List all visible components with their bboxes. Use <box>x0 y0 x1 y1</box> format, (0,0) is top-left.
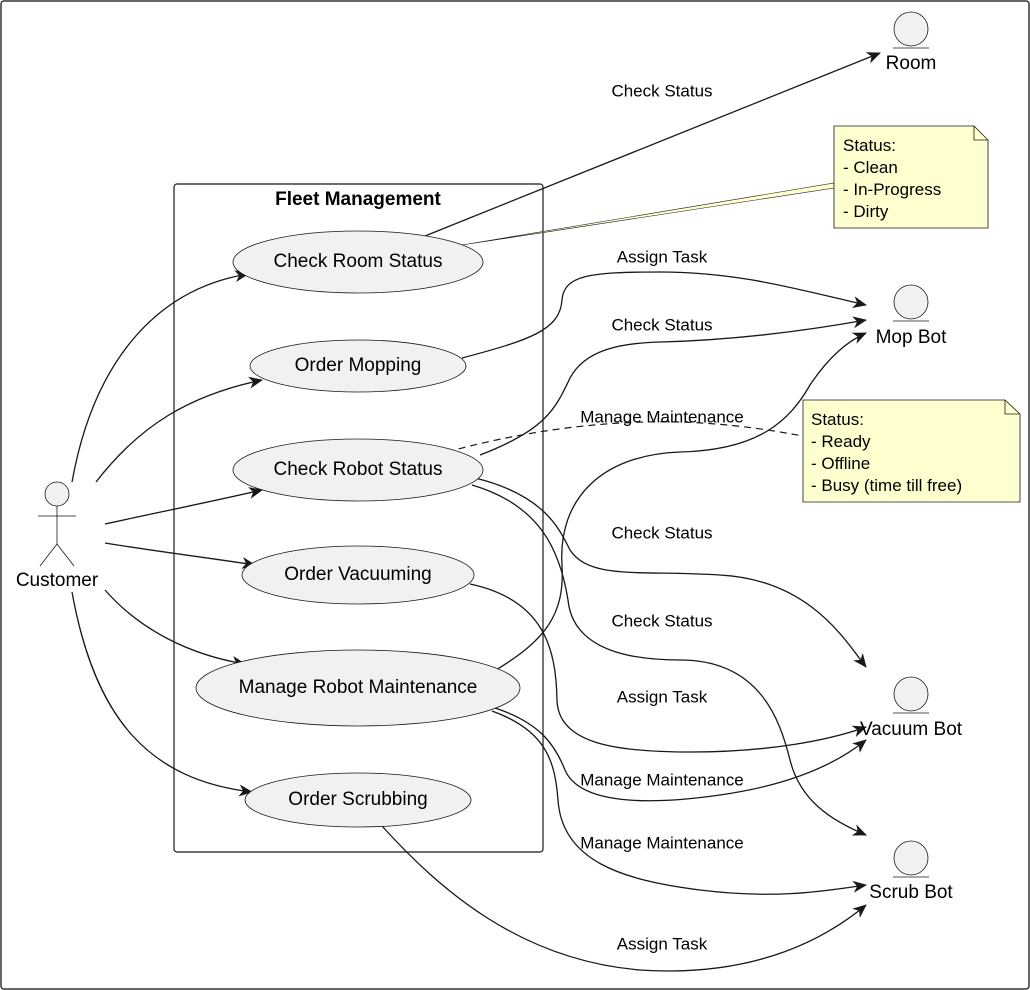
edge-customer-manage-robot-maintenance <box>104 589 246 668</box>
actor-label: Customer <box>16 570 99 591</box>
edge-order-scrubbing-scrub-bot <box>381 825 867 972</box>
actor-label: Room <box>886 53 937 74</box>
use-case-check-robot-status: Check Robot Status <box>232 438 484 502</box>
note-line: - Clean <box>843 158 898 177</box>
edge-check-robot-status-vacuum-bot <box>474 477 867 668</box>
edge-check-robot-status-scrub-bot <box>471 484 867 836</box>
use-case-order-mopping: Order Mopping <box>249 339 467 393</box>
edge-manage-maintenance-mop-bot <box>495 332 867 671</box>
label-scrub-check-status: Check Status <box>611 611 712 630</box>
actor-icon <box>893 284 929 320</box>
customer-icon <box>44 481 70 507</box>
note-robot-status: Status: - Ready - Offline - Busy (time t… <box>802 399 1021 503</box>
edge-check-room-status-room <box>419 52 881 239</box>
edge-labels: Check Status Assign Task Check Status Ma… <box>580 81 744 953</box>
label-scrub-assign-task: Assign Task <box>617 934 708 953</box>
actor-customer: Customer <box>16 481 99 591</box>
edge-customer-order-scrubbing <box>71 591 253 797</box>
edge-check-robot-status-mop-bot <box>479 316 867 456</box>
edge-customer-order-mopping <box>95 376 263 483</box>
label-mop-check-status: Check Status <box>611 315 712 334</box>
use-case-order-scrubbing: Order Scrubbing <box>244 772 472 828</box>
actor-icon <box>893 676 929 712</box>
use-case-label: Order Scrubbing <box>288 789 427 810</box>
use-case-label: Check Robot Status <box>274 459 443 480</box>
use-case-label: Manage Robot Maintenance <box>239 677 478 698</box>
label-room-check-status: Check Status <box>611 81 712 100</box>
edge-order-vacuuming-vacuum-bot <box>469 583 867 753</box>
use-case-label: Order Mopping <box>295 355 422 376</box>
note-line: Status: <box>843 136 896 155</box>
actor-vacuum-bot: Vacuum Bot <box>860 676 963 740</box>
system-boundary <box>173 183 544 853</box>
customer-edges <box>71 270 263 797</box>
actor-label: Mop Bot <box>876 327 947 348</box>
edge-customer-check-robot-status <box>104 487 263 525</box>
edge-manage-maintenance-vacuum-bot <box>491 706 867 802</box>
use-case-order-vacuuming: Order Vacuuming <box>241 545 475 605</box>
use-case-manage-robot-maintenance: Manage Robot Maintenance <box>195 649 521 727</box>
edge-customer-order-vacuuming <box>104 542 256 569</box>
label-vacuum-manage-maintenance: Manage Maintenance <box>580 770 744 789</box>
edge-customer-check-room-status <box>71 270 249 483</box>
note-line: - Dirty <box>843 202 889 221</box>
actor-icon <box>893 840 929 876</box>
note-line: - Ready <box>811 432 871 451</box>
note-room-status: Status: - Clean - In-Progress - Dirty <box>833 125 989 229</box>
actor-scrub-bot: Scrub Bot <box>869 840 953 903</box>
use-case-label: Order Vacuuming <box>284 564 432 585</box>
label-mop-assign-task: Assign Task <box>617 247 708 266</box>
actor-label: Scrub Bot <box>869 882 953 903</box>
actor-icon <box>893 11 929 47</box>
actor-mop-bot: Mop Bot <box>876 284 947 348</box>
edge-manage-maintenance-scrub-bot <box>491 710 867 895</box>
note-line: - Offline <box>811 454 870 473</box>
actor-label: Vacuum Bot <box>860 719 963 740</box>
use-case-check-room-status: Check Room Status <box>232 230 484 294</box>
note-line: Status: <box>811 410 864 429</box>
label-vacuum-assign-task: Assign Task <box>617 687 708 706</box>
edge-order-mopping-mop-bot <box>461 271 867 359</box>
label-vacuum-check-status: Check Status <box>611 523 712 542</box>
note-line: - Busy (time till free) <box>811 476 962 495</box>
use-case-label: Check Room Status <box>274 251 443 272</box>
note-line: - In-Progress <box>843 180 941 199</box>
label-mop-manage-maintenance: Manage Maintenance <box>580 407 744 426</box>
label-scrub-manage-maintenance: Manage Maintenance <box>580 833 744 852</box>
note-link-robot-status <box>446 421 804 453</box>
boundary-title: Fleet Management <box>275 189 441 210</box>
system-edges <box>381 52 881 972</box>
actor-room: Room <box>886 11 937 74</box>
